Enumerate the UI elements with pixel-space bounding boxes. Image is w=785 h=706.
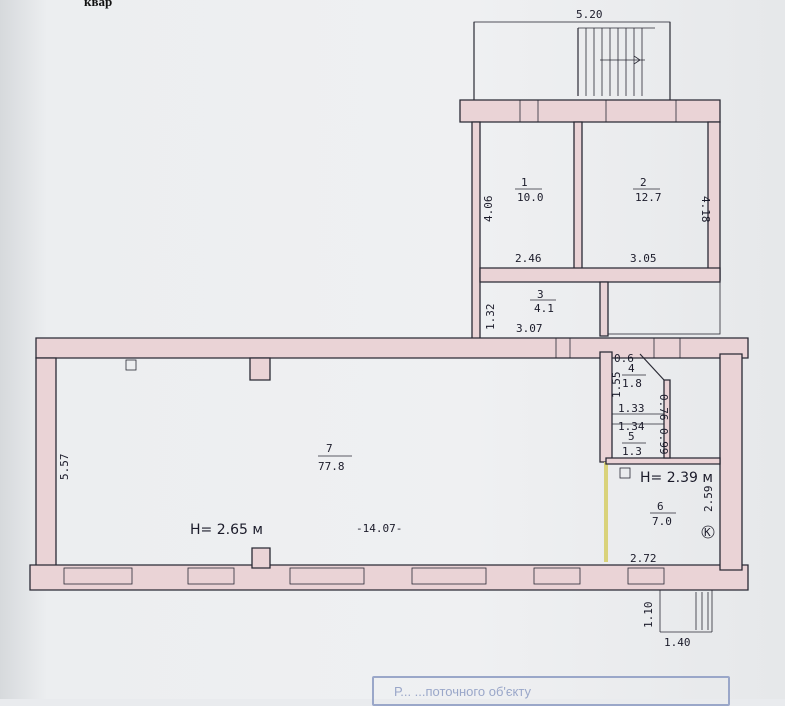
- dim-room2-width: 3.05: [630, 252, 657, 265]
- svg-text:7.0: 7.0: [652, 515, 672, 528]
- mark-k: K: [704, 526, 711, 539]
- svg-text:1: 1: [521, 176, 528, 189]
- dim-room1-height: 4.06: [482, 196, 495, 223]
- svg-text:12.7: 12.7: [635, 191, 662, 204]
- svg-text:4.1: 4.1: [534, 302, 554, 315]
- porch: [659, 590, 713, 633]
- dim-porch-width: 1.40: [664, 636, 691, 649]
- dim-room4-bottom: 1.33: [618, 402, 645, 415]
- height-main: H= 2.65 м: [190, 522, 263, 538]
- dim-room3-height: 1.32: [484, 304, 497, 331]
- dim-porch-height: 1.10: [642, 602, 655, 629]
- dim-room4-left: 1.55: [610, 372, 623, 399]
- dim-room2-height: 4.18: [699, 196, 712, 223]
- svg-text:77.8: 77.8: [318, 460, 345, 473]
- room-4-label: 4 1.8: [622, 362, 646, 390]
- dim-room6-width: 2.72: [630, 552, 657, 565]
- room-3-label: 3 4.1: [530, 288, 556, 315]
- svg-text:1.3: 1.3: [622, 445, 642, 458]
- corner-text: квар: [84, 0, 113, 9]
- right-small-rooms: [555, 337, 721, 562]
- dim-room5-right: 0.99: [657, 428, 670, 455]
- dim-stair-top: 5.20: [576, 8, 603, 21]
- dim-room5-top: 1.34: [618, 420, 645, 433]
- room-5-label: 5 1.3: [622, 430, 646, 458]
- top-staircase: 5.20: [473, 8, 671, 101]
- svg-text:10.0: 10.0: [517, 191, 544, 204]
- dim-room6-height: 2.59: [702, 486, 715, 513]
- svg-text:3: 3: [537, 288, 544, 301]
- stamp-box: Р... ...поточного об'єкту: [372, 676, 730, 706]
- upper-block: [459, 99, 721, 341]
- room-2-label: 2 12.7: [633, 176, 662, 204]
- dim-room1-width: 2.46: [515, 252, 542, 265]
- room-6-label: 6 7.0: [650, 500, 676, 528]
- room-7-label: 7 77.8: [318, 442, 352, 473]
- svg-text:5: 5: [628, 430, 635, 443]
- svg-text:7: 7: [326, 442, 333, 455]
- svg-text:1.8: 1.8: [622, 377, 642, 390]
- dim-room7-height: 5.57: [58, 454, 71, 481]
- height-room6: H= 2.39 м: [640, 470, 713, 486]
- svg-text:4: 4: [628, 362, 635, 375]
- room-1-label: 1 10.0: [515, 176, 544, 204]
- dim-room4-top: 0.6: [614, 352, 634, 365]
- svg-text:2: 2: [640, 176, 647, 189]
- dim-room4-right: 0.76: [657, 394, 670, 421]
- dim-room3-width: 3.07: [516, 322, 543, 335]
- main-hall: K: [29, 337, 749, 591]
- dim-room7-width: -14.07-: [356, 522, 402, 535]
- svg-text:6: 6: [657, 500, 664, 513]
